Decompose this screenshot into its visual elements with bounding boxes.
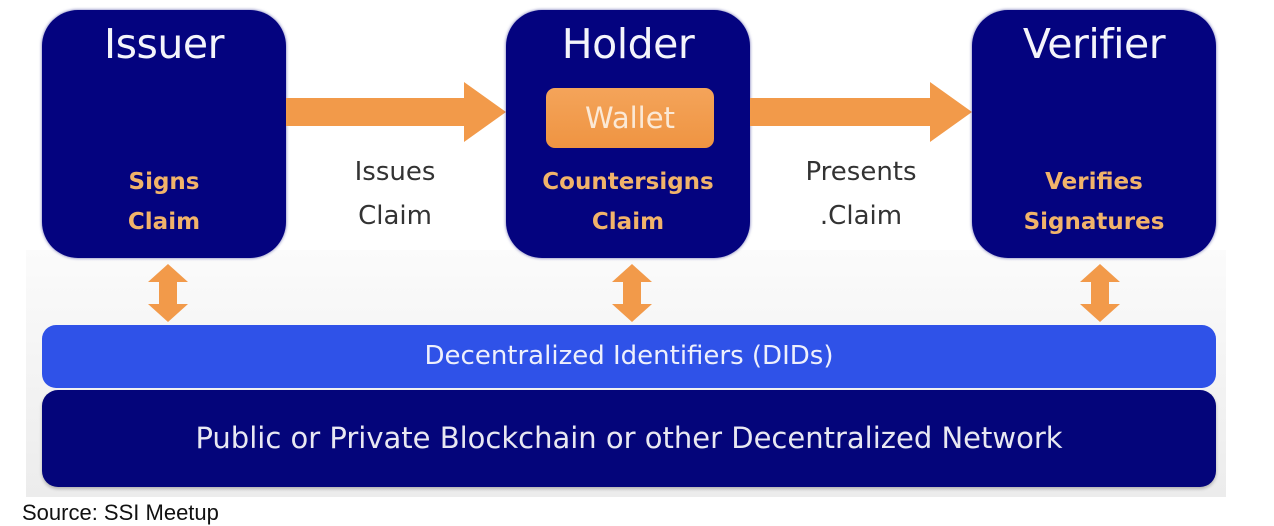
issuer-title: Issuer (104, 20, 224, 68)
issuer-role-line1: Signs (128, 169, 200, 195)
source-caption: Source: SSI Meetup (22, 500, 219, 525)
verifier-title: Verifier (1022, 20, 1166, 68)
verifier-role: Verifies Signatures (972, 162, 1216, 242)
wallet-box: Wallet (546, 88, 714, 148)
holder-role-line2: Claim (591, 209, 665, 235)
issuer-box: Issuer Signs Claim (42, 10, 286, 258)
presents-claim-line2: .Claim (819, 201, 903, 231)
issues-claim-line1: Issues (354, 157, 436, 187)
issuer-did-double-arrow-icon (148, 264, 188, 322)
holder-box: Holder Wallet Countersigns Claim (506, 10, 750, 258)
presents-claim-label: Presents .Claim (766, 150, 956, 238)
did-layer: Decentralized Identifiers (DIDs) (42, 325, 1216, 388)
network-layer: Public or Private Blockchain or other De… (42, 390, 1216, 487)
verifier-box: Verifier Verifies Signatures (972, 10, 1216, 258)
verifier-role-line1: Verifies (1045, 169, 1143, 195)
verifier-did-double-arrow-icon (1080, 264, 1120, 322)
issues-claim-line2: Claim (358, 201, 432, 231)
issuer-role: Signs Claim (42, 162, 286, 242)
presents-claim-line1: Presents (805, 157, 917, 187)
present-arrow-icon (750, 82, 972, 142)
holder-did-double-arrow-icon (612, 264, 652, 322)
issuer-role-line2: Claim (127, 209, 201, 235)
holder-title: Holder (561, 20, 695, 68)
holder-role-line1: Countersigns (542, 169, 714, 195)
issues-claim-label: Issues Claim (300, 150, 490, 238)
holder-role: Countersigns Claim (506, 162, 750, 242)
issue-arrow-icon (286, 82, 506, 142)
verifier-role-line2: Signatures (1023, 209, 1165, 235)
